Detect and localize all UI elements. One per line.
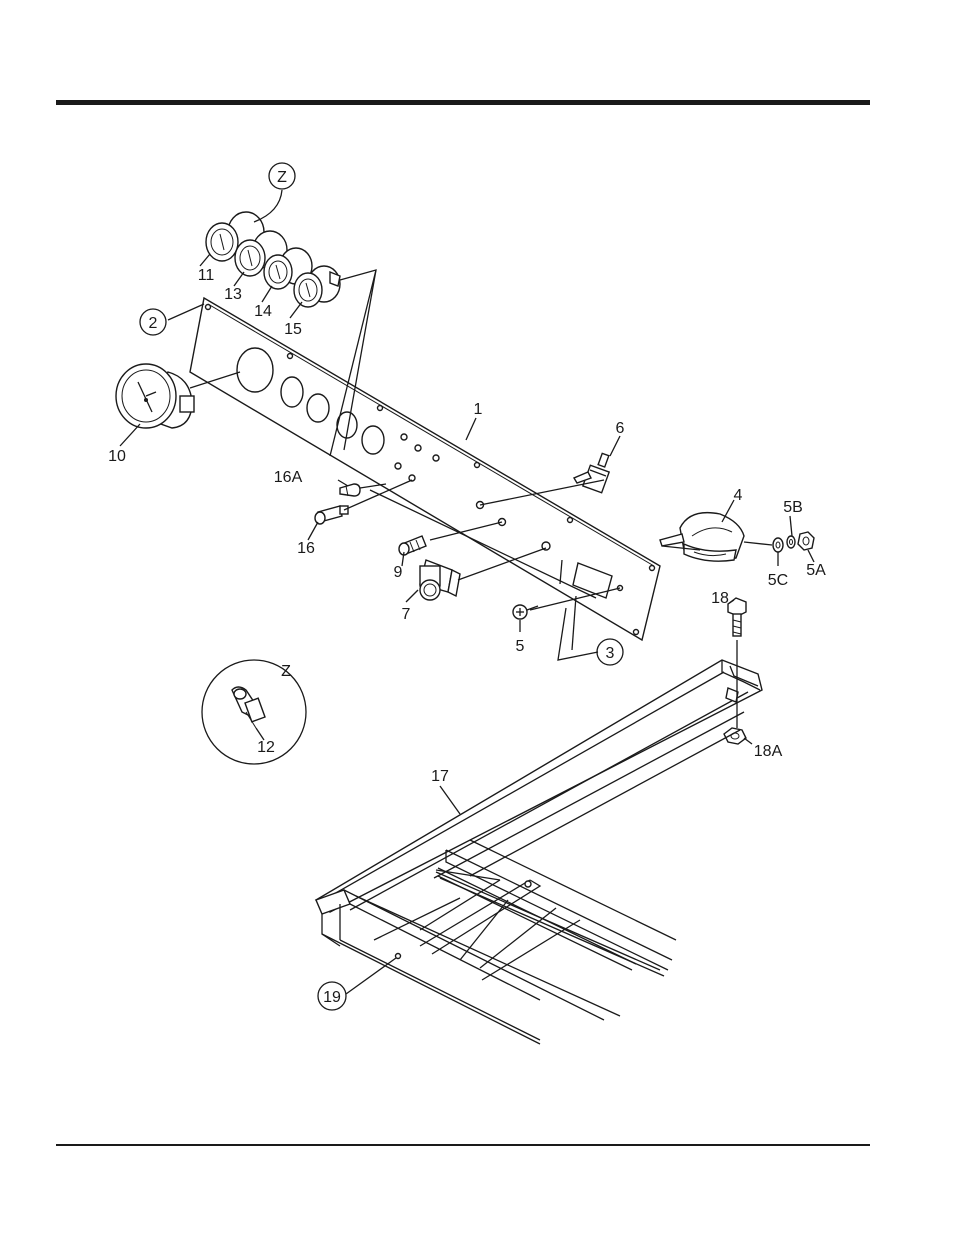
svg-text:3: 3	[606, 645, 615, 662]
label-12: 12	[257, 739, 275, 756]
screw-5	[513, 605, 538, 619]
label-z-detail: Z	[281, 663, 291, 680]
label-5b: 5B	[783, 499, 803, 516]
label-5c: 5C	[768, 572, 788, 589]
plug-9	[399, 536, 426, 555]
bolt-18	[728, 598, 746, 636]
label-10: 10	[108, 448, 126, 465]
svg-text:2: 2	[149, 315, 158, 332]
label-16a: 16A	[274, 469, 303, 486]
washer-5c	[773, 538, 783, 552]
label-18: 18	[711, 590, 729, 607]
lock-washer-5b	[787, 536, 795, 548]
label-5: 5	[516, 638, 525, 655]
callout-19: 19	[318, 982, 346, 1010]
svg-text:Z: Z	[277, 169, 287, 186]
label-6: 6	[616, 420, 625, 437]
label-5a: 5A	[806, 562, 826, 579]
callout-3: 3	[597, 639, 623, 665]
label-11: 11	[198, 267, 215, 284]
label-15: 15	[284, 321, 302, 338]
label-18a: 18A	[754, 743, 783, 760]
callout-z-top: Z	[269, 163, 295, 189]
label-17: 17	[431, 768, 449, 785]
nut-18a	[724, 728, 746, 744]
indicator-light-16	[315, 506, 348, 524]
label-4: 4	[734, 487, 743, 504]
indicator-light-16a	[340, 484, 360, 496]
rocker-switch-7	[420, 560, 460, 600]
label-14: 14	[254, 303, 272, 320]
svg-text:19: 19	[323, 989, 341, 1006]
label-13: 13	[224, 286, 242, 303]
toggle-switch-6	[574, 453, 609, 492]
label-16: 16	[297, 540, 315, 557]
gauge-10	[116, 364, 194, 428]
label-9: 9	[394, 564, 403, 581]
label-1: 1	[474, 401, 483, 418]
label-7: 7	[402, 606, 411, 623]
callout-2: 2	[140, 309, 166, 335]
frame-17	[316, 660, 762, 1044]
nut-5a	[798, 532, 814, 550]
switch-cover-4	[660, 513, 744, 562]
